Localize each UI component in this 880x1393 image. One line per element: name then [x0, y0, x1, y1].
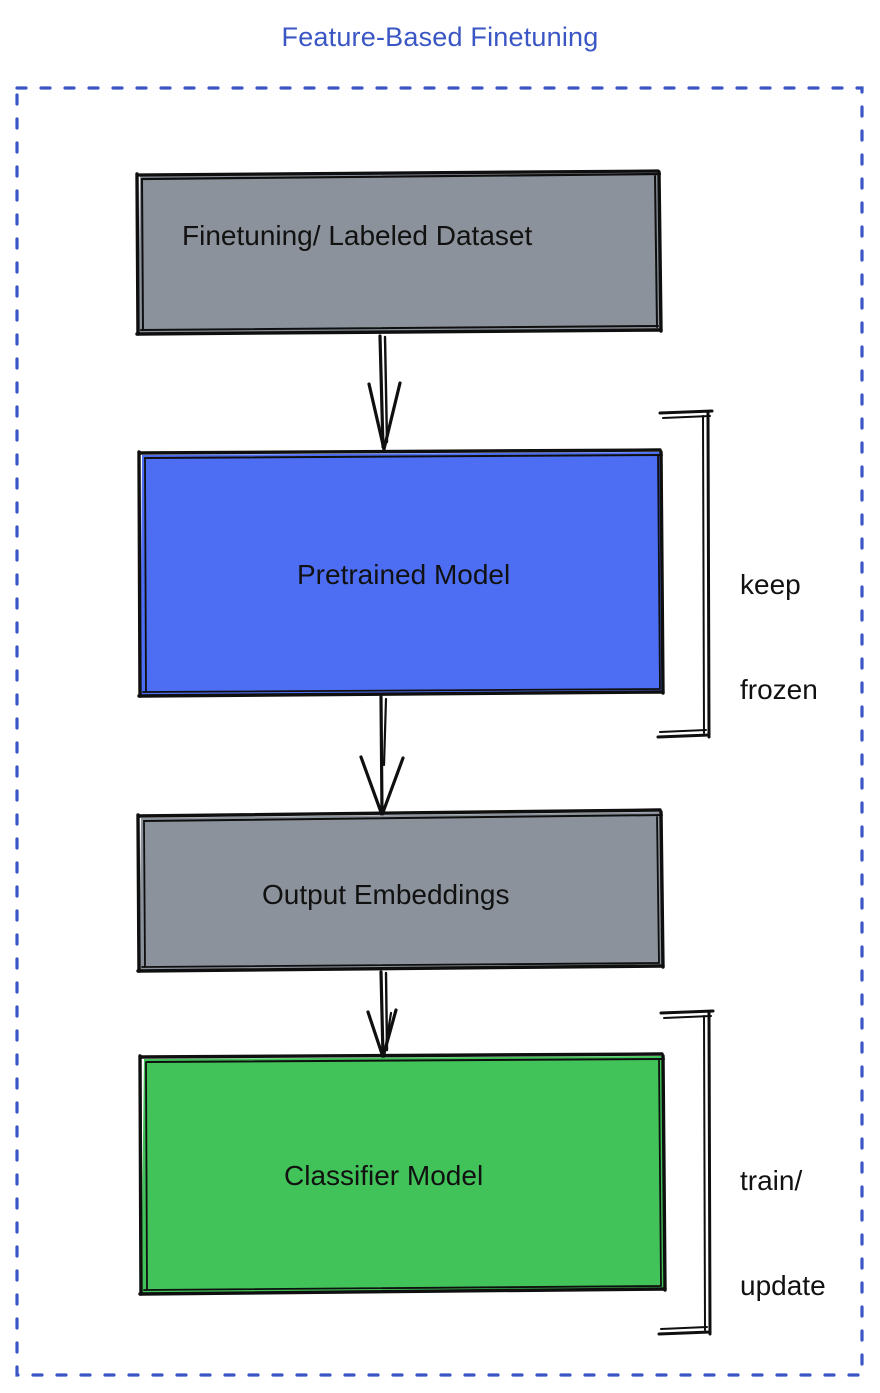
node-output-embeddings[interactable]	[136, 808, 665, 973]
annotation-train-update-line1: train/	[740, 1165, 803, 1196]
node-pretrained-model[interactable]	[137, 448, 665, 698]
annotation-keep-frozen-line2: frozen	[740, 674, 818, 705]
edge-embeddings-to-classifier	[366, 970, 398, 1059]
node-label-finetuning-dataset: Finetuning/ Labeled Dataset	[182, 220, 533, 251]
annotation-keep-frozen: keep frozen	[740, 497, 818, 777]
node-finetuning-dataset[interactable]	[135, 169, 663, 336]
node-label-pretrained-model: Pretrained Model	[297, 559, 511, 590]
node-classifier-model[interactable]	[138, 1052, 667, 1296]
edge-dataset-to-pretrained	[367, 334, 402, 451]
dashed-frame	[15, 86, 864, 1377]
annotation-keep-frozen-line1: keep	[740, 569, 801, 600]
edge-pretrained-to-embeddings	[359, 695, 405, 817]
bracket-keep-frozen	[656, 409, 714, 739]
node-label-classifier-model: Classifier Model	[284, 1160, 484, 1191]
bracket-train-update	[657, 1009, 715, 1336]
annotation-train-update-line2: update	[740, 1270, 826, 1301]
page-title: Feature-Based Finetuning	[281, 22, 599, 52]
annotation-train-update: train/ update	[740, 1093, 826, 1373]
node-label-output-embeddings: Output Embeddings	[262, 879, 510, 910]
